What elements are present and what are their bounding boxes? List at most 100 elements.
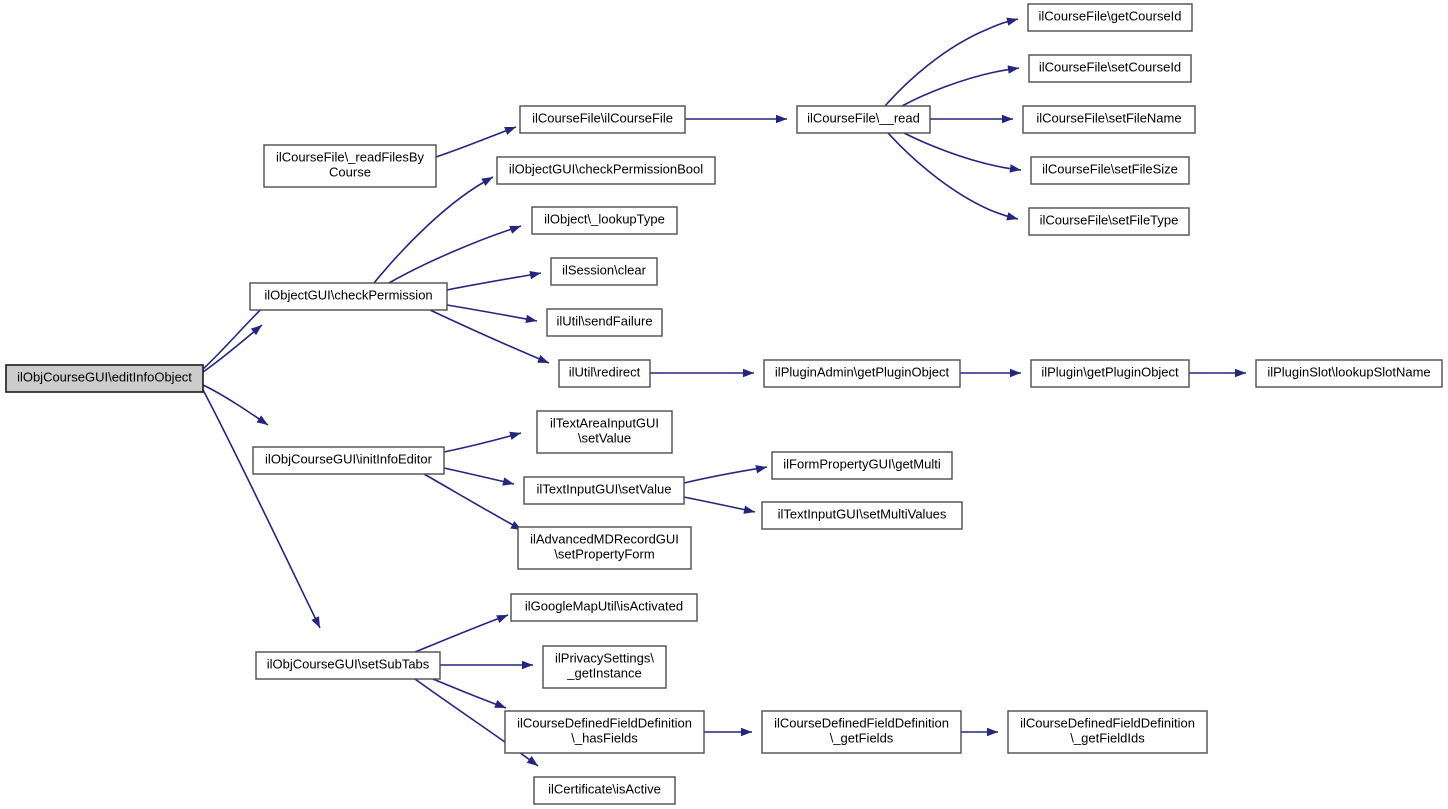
node-box[interactable] [510, 593, 698, 622]
arrowhead-icon [1009, 164, 1021, 173]
graph-node-getFields[interactable]: ilCourseDefinedFieldDefinition\_getField… [761, 710, 962, 754]
graph-node-setSubTabs[interactable]: ilObjCourseGUI\setSubTabsilObjCourseGUI\… [255, 651, 441, 680]
edge-line [373, 176, 494, 284]
node-box[interactable] [504, 710, 705, 754]
node-box[interactable] [1028, 54, 1192, 83]
edge-checkPermission-to-lookupType [388, 225, 522, 284]
node-box[interactable] [761, 710, 962, 754]
graph-node-setCourseId[interactable]: ilCourseFile\setCourseIdilCourseFile\set… [1028, 54, 1192, 83]
edge-line [429, 309, 550, 364]
node-box[interactable] [533, 776, 676, 805]
node-box[interactable] [517, 526, 692, 570]
graph-node-textInputSetValue[interactable]: ilTextInputGUI\setValueilTextInputGUI\se… [523, 476, 685, 505]
graph-node-setPropertyForm[interactable]: ilAdvancedMDRecordGUI\setPropertyFormilA… [517, 526, 692, 570]
arrowhead-icon [496, 615, 508, 624]
node-box[interactable] [1027, 3, 1193, 32]
node-label: ilTextInputGUI\setValue [537, 482, 672, 497]
edge-setSubTabs-to-hasFields [432, 678, 507, 709]
edge-checkPermission-to-redirect [429, 309, 550, 364]
arrowhead-icon [1006, 17, 1018, 26]
node-box[interactable] [496, 156, 716, 185]
node-label: ilTextInputGUI\setMultiValues [778, 507, 947, 522]
node-box[interactable] [252, 446, 445, 475]
node-label: ilObjCourseGUI\editInfoObject [17, 370, 192, 385]
node-box[interactable] [1022, 105, 1196, 134]
graph-node-privacyGetInstance[interactable]: ilPrivacySettings\_getInstanceilPrivacyS… [542, 645, 667, 689]
edge-line [202, 389, 321, 629]
graph-node-ilCourseFileCtor[interactable]: ilCourseFile\ilCourseFileilCourseFile\il… [519, 105, 686, 134]
graph-node-getCourseId[interactable]: ilCourseFile\getCourseIdilCourseFile\get… [1027, 3, 1193, 32]
graph-node-sessionClear[interactable]: ilSession\clearilSession\clear [550, 257, 658, 286]
graph-node-setFileSize[interactable]: ilCourseFile\setFileSizeilCourseFile\set… [1030, 156, 1190, 185]
graph-node-getMulti[interactable]: ilFormPropertyGUI\getMultiilFormProperty… [771, 451, 953, 480]
graph-node-redirect[interactable]: ilUtil\redirectilUtil\redirect [558, 359, 651, 388]
edge-read-to-getCourseId [884, 17, 1019, 107]
arrowhead-icon [509, 431, 521, 440]
node-box[interactable] [536, 410, 673, 454]
node-box[interactable] [1255, 359, 1443, 388]
graph-node-checkPermission[interactable]: ilObjectGUI\checkPermissionilObjectGUI\c… [249, 282, 448, 311]
node-box[interactable] [550, 257, 658, 286]
graph-node-hasFields[interactable]: ilCourseDefinedFieldDefinition\_hasField… [504, 710, 705, 754]
graph-node-certIsActive[interactable]: ilCertificate\isActiveilCertificate\isAc… [533, 776, 676, 805]
node-box[interactable] [761, 501, 963, 530]
arrowhead-icon [743, 368, 754, 378]
node-box[interactable] [263, 144, 437, 188]
node-box[interactable] [796, 105, 931, 134]
graph-node-getPluginObject[interactable]: ilPlugin\getPluginObjectilPlugin\getPlug… [1030, 359, 1190, 388]
graph-node-getPluginObjectAdmin[interactable]: ilPluginAdmin\getPluginObjectilPluginAdm… [763, 359, 961, 388]
graph-node-setFileType[interactable]: ilCourseFile\setFileTypeilCourseFile\set… [1028, 207, 1190, 236]
arrowhead-icon [1002, 114, 1013, 124]
arrowhead-icon [537, 354, 549, 363]
node-box[interactable] [542, 645, 667, 689]
node-label: ilObjectGUI\checkPermissionBool [509, 162, 703, 177]
graph-node-getFieldIds[interactable]: ilCourseDefinedFieldDefinition\_getField… [1007, 710, 1208, 754]
edge-line [683, 466, 768, 484]
arrowhead-icon [1010, 368, 1021, 378]
edge-editInfoObject-to-checkPermission [202, 324, 263, 373]
node-label: ilCourseFile\getCourseId [1038, 9, 1181, 24]
graph-node-initInfoEditor[interactable]: ilObjCourseGUI\initInfoEditorilObjCourse… [252, 446, 445, 475]
arrowhead-icon [502, 477, 514, 486]
node-label: ilCourseFile\__read [807, 111, 920, 126]
node-label: ilCourseFile\setFileName [1036, 111, 1181, 126]
node-box[interactable] [1007, 710, 1208, 754]
node-box[interactable] [249, 282, 448, 311]
node-box[interactable] [771, 451, 953, 480]
node-box[interactable] [523, 476, 685, 505]
node-label: ilUtil\sendFailure [556, 314, 652, 329]
node-box-root[interactable] [5, 364, 204, 393]
graph-node-editInfoObject[interactable]: ilObjCourseGUI\editInfoObjectilObjCourse… [5, 364, 204, 393]
graph-node-lookupType[interactable]: ilObject\_lookupTypeilObject\_lookupType [531, 206, 678, 235]
graph-node-setFileName[interactable]: ilCourseFile\setFileNameilCourseFile\set… [1022, 105, 1196, 134]
edge-line [414, 678, 539, 767]
node-box[interactable] [519, 105, 686, 134]
graph-node-googleMapIsActivated[interactable]: ilGoogleMapUtil\isActivatedilGoogleMapUt… [510, 593, 698, 622]
node-box[interactable] [763, 359, 961, 388]
node-box[interactable] [1030, 359, 1190, 388]
graph-node-lookupSlotName[interactable]: ilPluginSlot\lookupSlotNameilPluginSlot\… [1255, 359, 1443, 388]
edge-initInfoEditor-to-textInputSetValue [443, 467, 515, 486]
node-box[interactable] [558, 359, 651, 388]
node-label: ilCertificate\isActive [548, 782, 661, 797]
node-label: ilPlugin\getPluginObject [1041, 365, 1179, 380]
node-label: ilTextAreaInputGUI\setValue [550, 416, 659, 446]
arrowhead-icon [529, 270, 541, 280]
node-box[interactable] [1028, 207, 1190, 236]
node-box[interactable] [546, 308, 663, 337]
node-box[interactable] [531, 206, 678, 235]
graph-node-setMultiValues[interactable]: ilTextInputGUI\setMultiValuesilTextInput… [761, 501, 963, 530]
graph-node-checkPermissionBool[interactable]: ilObjectGUI\checkPermissionBoolilObjectG… [496, 156, 716, 185]
node-label: ilFormPropertyGUI\getMulti [783, 457, 941, 472]
node-box[interactable] [1030, 156, 1190, 185]
arrowhead-icon [741, 727, 752, 737]
node-box[interactable] [255, 651, 441, 680]
edge-line [884, 18, 1019, 107]
graph-node-textAreaSetValue[interactable]: ilTextAreaInputGUI\setValueilTextAreaInp… [536, 410, 673, 454]
arrowhead-icon [743, 505, 755, 514]
